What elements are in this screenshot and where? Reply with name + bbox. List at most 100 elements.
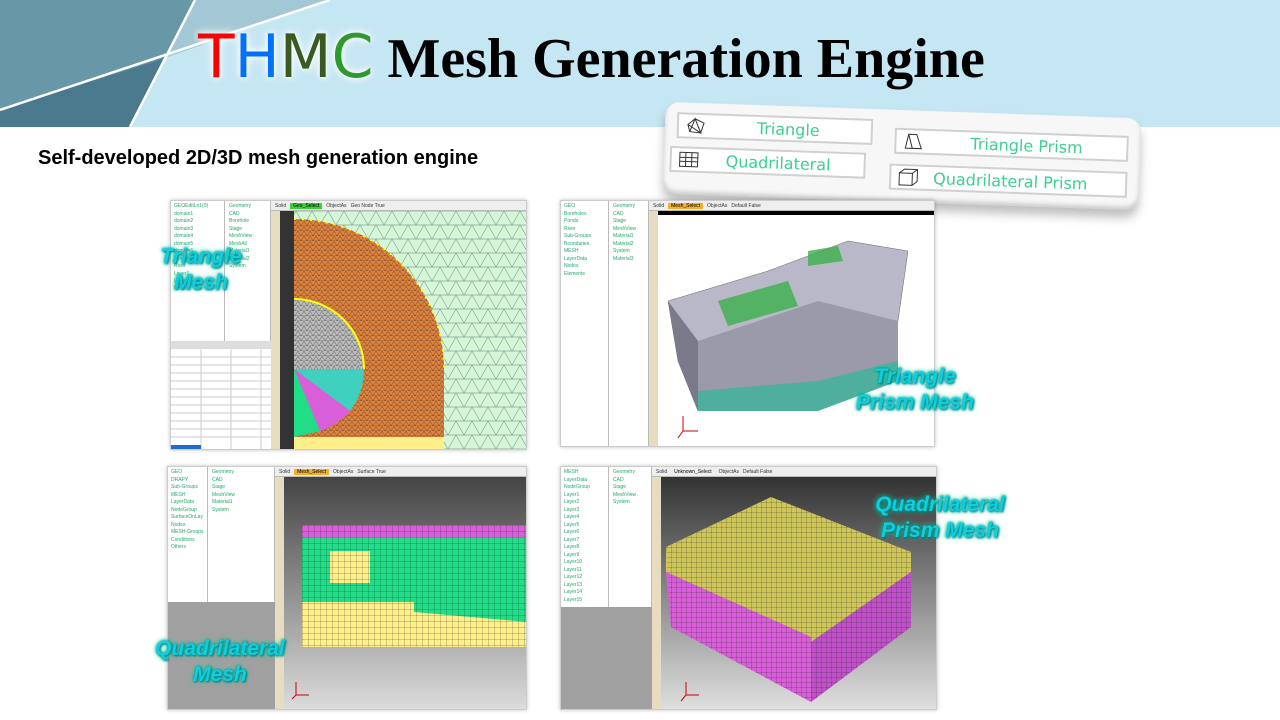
tree-item: Others <box>171 544 187 550</box>
tree-item: Layer2 <box>564 499 580 505</box>
vertical-toolbar <box>275 477 284 709</box>
tree-item: Material2 <box>229 255 250 262</box>
title-text: Mesh Generation Engine <box>387 28 985 90</box>
tree-item: Material3 <box>613 255 634 262</box>
tree-item: Layer1 <box>564 491 580 498</box>
object-select[interactable]: ObjectAs <box>718 468 739 475</box>
legend-item-triangle: Triangle <box>676 112 874 145</box>
tree-item: Geometry <box>613 203 635 209</box>
vertical-toolbar <box>652 477 661 709</box>
header-decoration <box>0 0 331 127</box>
tree-item: System <box>613 499 630 505</box>
toggle-button[interactable]: Default False <box>742 468 773 475</box>
triangle-mesh-viewport <box>280 211 526 449</box>
select-mode-button[interactable]: Unknown_Select <box>674 468 712 475</box>
legend-label: Triangle Prism <box>970 133 1083 157</box>
tree-item: Layer13 <box>564 581 583 588</box>
label-line: Mesh <box>193 663 247 686</box>
tree-item: CAD <box>613 210 624 217</box>
tree-item: MeshView <box>613 225 636 232</box>
properties-panel <box>168 602 275 709</box>
tree-item: Layer12 <box>564 574 583 580</box>
select-mode-button[interactable]: Geo_Select <box>290 202 323 209</box>
tree-item: Layer15 <box>564 596 583 603</box>
tree-item: domain1 <box>174 210 194 217</box>
tree-item: System <box>613 248 630 254</box>
render-mode-select[interactable]: Solid <box>279 468 291 475</box>
tree-item: MeshView <box>229 233 252 239</box>
legend-label: Quadrilateral <box>725 151 831 175</box>
label-line: Triangle <box>874 365 956 388</box>
toggle-button[interactable]: Geo Node True <box>350 202 385 209</box>
tree-item: Geometry <box>229 203 251 209</box>
tree-item: System <box>212 506 229 513</box>
toggle-button[interactable]: Surface True <box>357 468 386 475</box>
element-type-legend: Triangle Triangle Prism Quadrilateral Qu… <box>662 101 1142 211</box>
select-mode-button[interactable]: Mesh_Select <box>668 202 704 209</box>
tree-item: MeshAll <box>229 240 247 247</box>
object-select[interactable]: ObjectAs <box>326 202 347 209</box>
tree-item: CAD <box>229 210 240 217</box>
tree-item: DRAPY <box>171 476 189 483</box>
render-mode-select[interactable]: Solid <box>656 468 668 475</box>
toggle-button[interactable]: Default False <box>731 202 761 209</box>
tree-item: Layer2 <box>174 278 190 284</box>
tree-item: NodeGroup <box>564 484 590 490</box>
tree-item: Stage <box>212 484 226 490</box>
tree-item: Layer5 <box>564 521 580 528</box>
triangle-prism-icon <box>904 133 922 150</box>
object-select[interactable]: ObjectAs <box>333 468 354 475</box>
tree-item: Layer9 <box>564 551 580 558</box>
tree-item: Elements <box>564 270 585 277</box>
tree-item: River <box>174 263 186 269</box>
tree-item: MeshView <box>212 491 235 498</box>
tree-item: LayerData <box>564 255 588 262</box>
tree-item: Layer4 <box>564 514 580 520</box>
subtitle: Self-developed 2D/3D mesh generation eng… <box>38 147 479 169</box>
tree-item: Material1 <box>212 499 233 505</box>
tree-item: MESH-Groups <box>171 529 204 535</box>
select-mode-button[interactable]: Mesh_Select <box>294 468 330 475</box>
tree-item: Layer11 <box>564 566 582 573</box>
tree-item: Nodes <box>564 263 579 269</box>
title-letter: T <box>198 22 235 92</box>
tree-item: domain4 <box>174 233 194 239</box>
tree-item: CAD <box>613 476 624 483</box>
tree-item: domain5 <box>174 240 194 247</box>
tree-item: Stage <box>229 225 243 232</box>
tree-item: domain7 <box>174 255 194 262</box>
tree-item: Ponds <box>564 218 579 224</box>
tree-item: SurfaceOnLay <box>171 514 203 520</box>
tree-item: Conditions <box>171 536 195 543</box>
tree-item: Layer6 <box>564 529 580 535</box>
tree-item: GEOEditLn1(0) <box>174 203 209 209</box>
tree-item: Stage <box>613 484 627 490</box>
tree-item: domain2 <box>174 218 194 224</box>
render-mode-select[interactable]: Solid <box>275 202 287 209</box>
label-line: Triangle <box>160 245 242 268</box>
vertical-toolbar <box>649 211 658 446</box>
tree-item: MeshView <box>613 491 636 498</box>
tree-item: Material2 <box>613 240 634 247</box>
tree-item: Borehole <box>229 218 250 224</box>
render-mode-select[interactable]: Solid <box>653 202 665 209</box>
object-select[interactable]: ObjectAs <box>707 202 728 209</box>
vertical-toolbar <box>271 211 280 449</box>
tree-item: GEO <box>171 469 183 475</box>
legend-item-quadrilateral: Quadrilateral <box>669 145 867 179</box>
tree-item: Boundaries <box>564 240 590 247</box>
viewer-toolbar: Solid Geo_Select ObjectAs Geo Node True <box>271 201 526 211</box>
tree-item: Material1 <box>613 233 634 239</box>
